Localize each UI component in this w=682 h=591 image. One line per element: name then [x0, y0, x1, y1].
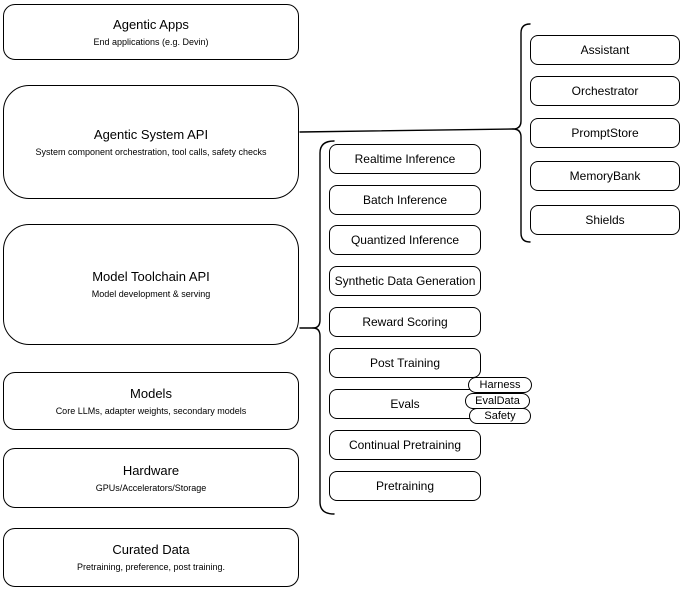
box-subtitle: End applications (e.g. Devin) — [93, 36, 209, 47]
box-model-toolchain-api: Model Toolchain API Model development & … — [3, 224, 299, 345]
node-label: Reward Scoring — [362, 315, 448, 329]
node-assistant: Assistant — [530, 35, 680, 65]
pill-label: EvalData — [475, 394, 520, 407]
node-memorybank: MemoryBank — [530, 161, 680, 191]
node-quantized-inference: Quantized Inference — [329, 225, 481, 255]
pill-label: Harness — [479, 378, 521, 391]
pill-evaldata: EvalData — [465, 393, 530, 409]
box-title: Agentic Apps — [113, 16, 189, 32]
box-models: Models Core LLMs, adapter weights, secon… — [3, 372, 299, 430]
box-title: Curated Data — [112, 542, 190, 557]
node-label: Pretraining — [375, 479, 435, 493]
node-label: Evals — [390, 397, 420, 411]
node-promptstore: PromptStore — [530, 118, 680, 148]
node-continual-pretraining: Continual Pretraining — [329, 430, 481, 460]
node-label: Realtime Inference — [354, 152, 456, 166]
pill-safety: Safety — [469, 408, 531, 424]
node-label: PromptStore — [571, 126, 639, 140]
node-label: MemoryBank — [569, 169, 641, 183]
node-batch-inference: Batch Inference — [329, 185, 481, 215]
node-label: Synthetic Data Generation — [334, 274, 476, 288]
node-label: Continual Pretraining — [348, 438, 462, 452]
node-realtime-inference: Realtime Inference — [329, 144, 481, 174]
box-subtitle: Model development & serving — [91, 289, 211, 299]
node-evals: Evals — [329, 389, 481, 419]
connector-system-api-to-system-group — [299, 128, 514, 133]
node-label: Post Training — [369, 356, 441, 370]
box-title: Model Toolchain API — [92, 269, 210, 284]
node-orchestrator: Orchestrator — [530, 76, 680, 106]
system-group-brace — [512, 23, 531, 243]
node-synthetic-data-generation: Synthetic Data Generation — [329, 266, 481, 296]
node-pretraining: Pretraining — [329, 471, 481, 501]
pill-label: Safety — [484, 409, 516, 422]
box-subtitle: GPUs/Accelerators/Storage — [95, 482, 207, 493]
box-subtitle: Core LLMs, adapter weights, secondary mo… — [55, 405, 247, 416]
node-label: Quantized Inference — [350, 233, 460, 247]
box-agentic-system-api: Agentic System API System component orch… — [3, 85, 299, 199]
node-label: Assistant — [580, 43, 630, 57]
pill-harness: Harness — [468, 377, 532, 393]
box-curated-data: Curated Data Pretraining, preference, po… — [3, 528, 299, 587]
box-hardware: Hardware GPUs/Accelerators/Storage — [3, 448, 299, 508]
box-subtitle: Pretraining, preference, post training. — [76, 562, 226, 572]
box-title: Models — [130, 385, 172, 401]
node-label: Batch Inference — [362, 193, 448, 207]
box-title: Hardware — [122, 462, 180, 478]
box-agentic-apps: Agentic Apps End applications (e.g. Devi… — [3, 4, 299, 60]
node-post-training: Post Training — [329, 348, 481, 378]
node-label: Shields — [585, 213, 625, 227]
box-subtitle: System component orchestration, tool cal… — [35, 146, 267, 157]
box-title: Agentic System API — [93, 126, 209, 142]
node-shields: Shields — [530, 205, 680, 235]
node-label: Orchestrator — [571, 84, 639, 98]
node-reward-scoring: Reward Scoring — [329, 307, 481, 337]
